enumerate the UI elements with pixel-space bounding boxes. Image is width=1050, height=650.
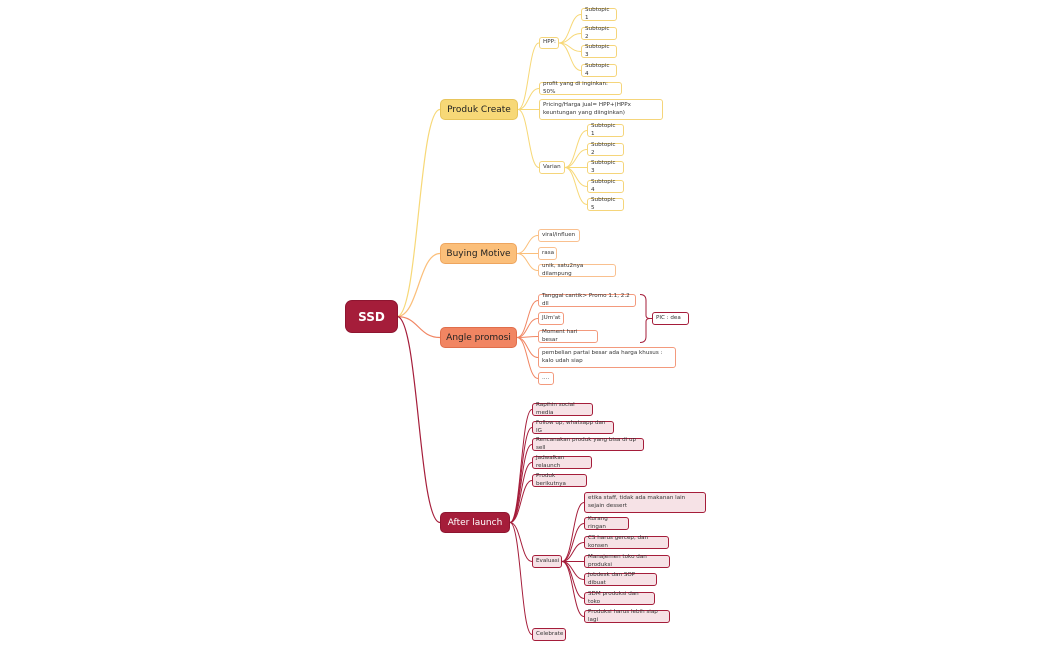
branch-after-launch[interactable]: After launch [440, 512, 510, 533]
leaf-varian-subtopic-1[interactable]: Subtopic 1 [587, 123, 624, 137]
edge-after-0 [509, 409, 533, 523]
leaf-hpp-subtopic-3[interactable]: Subtopic 3 [581, 44, 617, 58]
branch-produk-create[interactable]: Produk Create [440, 99, 518, 120]
edge-root-angle [396, 315, 441, 339]
edge-buying-0 [516, 235, 539, 254]
leaf-buying-2[interactable]: rasa [538, 247, 557, 260]
pic-summary[interactable]: PIC : dea [652, 312, 689, 325]
leaf-profit[interactable]: profit yang di inginkan: 50% [539, 81, 622, 95]
leaf-hpp-subtopic-1[interactable]: Subtopic 1 [581, 7, 617, 21]
leaf-hpp[interactable]: HPP: [539, 37, 559, 49]
leaf-angle-4[interactable]: pembelian partai besar ada harga khusus … [538, 347, 676, 368]
edge-varian-0 [564, 130, 588, 168]
edge-eval-1 [561, 523, 585, 562]
leaf-after-2[interactable]: Follow up, whatsapp dan IG [532, 420, 614, 434]
edge-after-5 [509, 522, 533, 562]
leaf-evaluasi-1[interactable]: etika staff, tidak ada makanan lain seja… [584, 492, 706, 513]
edge-produk-3 [517, 109, 540, 168]
leaf-evaluasi-5[interactable]: Jobdesk dan SOP dibuat [584, 572, 657, 586]
leaf-evaluasi-4[interactable]: Manajemen toko dan produksi [584, 554, 670, 568]
branch-angle-promosi[interactable]: Angle promosi [440, 327, 517, 348]
edge-root-buying [396, 252, 441, 318]
branch-buying-motive[interactable]: Buying Motive [440, 243, 517, 264]
edge-after-1 [509, 427, 533, 523]
edge-angle-4 [516, 337, 539, 379]
leaf-after-4[interactable]: Jadwalkan relaunch [532, 455, 592, 469]
leaf-hpp-subtopic-4[interactable]: Subtopic 4 [581, 63, 617, 77]
edge-produk-1 [517, 88, 540, 110]
edge-varian-3 [564, 167, 588, 187]
leaf-evaluasi[interactable]: Evaluasi [532, 555, 562, 568]
leaf-buying-1[interactable]: viral/influen [538, 229, 580, 242]
leaf-varian-subtopic-2[interactable]: Subtopic 2 [587, 142, 624, 156]
summary-bracket [639, 294, 651, 343]
leaf-angle-5[interactable]: .... [538, 372, 554, 385]
leaf-after-1[interactable]: Rapihin social media [532, 402, 593, 416]
leaf-angle-1[interactable]: Tanggal cantik> Promo 1.1, 2.2 dll [538, 293, 636, 307]
leaf-angle-2[interactable]: JUm'at [538, 312, 564, 325]
edge-root-produk [396, 108, 441, 318]
leaf-after-3[interactable]: Rencanakan produk yang bisa di up sell [532, 437, 644, 451]
leaf-hpp-subtopic-2[interactable]: Subtopic 2 [581, 26, 617, 40]
leaf-varian[interactable]: Varian [539, 161, 565, 174]
leaf-varian-subtopic-5[interactable]: Subtopic 5 [587, 197, 624, 211]
edge-angle-3 [516, 337, 539, 358]
edge-after-6 [509, 522, 533, 635]
leaf-pricing[interactable]: Pricing/Harga jual= HPP+(HPPx keuntungan… [539, 99, 663, 120]
edge-varian-4 [564, 167, 588, 205]
leaf-evaluasi-3[interactable]: CS harus gercep, dan konsen [584, 535, 669, 549]
edge-eval-6 [561, 561, 585, 617]
edge-hpp-0 [558, 14, 582, 44]
edge-after-4 [509, 480, 533, 523]
leaf-angle-3[interactable]: Moment hari besar [538, 329, 598, 343]
leaf-buying-3[interactable]: unik, satu2nya dilampung [538, 263, 616, 277]
edge-after-2 [509, 444, 533, 523]
leaf-varian-subtopic-3[interactable]: Subtopic 3 [587, 160, 624, 174]
edge-eval-2 [561, 542, 585, 562]
edge-eval-0 [561, 502, 585, 562]
edge-angle-0 [516, 300, 539, 338]
edge-produk-0 [517, 42, 540, 110]
edge-angle-1 [516, 318, 539, 338]
leaf-evaluasi-6[interactable]: SDM produksi dan toko [584, 591, 655, 605]
leaf-celebrate[interactable]: Celebrate [532, 628, 566, 641]
root-node[interactable]: SSD [346, 301, 397, 332]
edge-eval-5 [561, 561, 585, 599]
leaf-varian-subtopic-4[interactable]: Subtopic 4 [587, 179, 624, 193]
edge-buying-2 [516, 253, 539, 271]
leaf-evaluasi-7[interactable]: Produksi harus lebih siap lagi [584, 609, 670, 623]
leaf-evaluasi-2[interactable]: Kurang ringan [584, 516, 629, 530]
leaf-after-5[interactable]: Produk berikutnya [532, 473, 587, 487]
edge-varian-1 [564, 149, 588, 168]
edge-hpp-3 [558, 42, 582, 71]
edge-root-after [396, 315, 441, 524]
